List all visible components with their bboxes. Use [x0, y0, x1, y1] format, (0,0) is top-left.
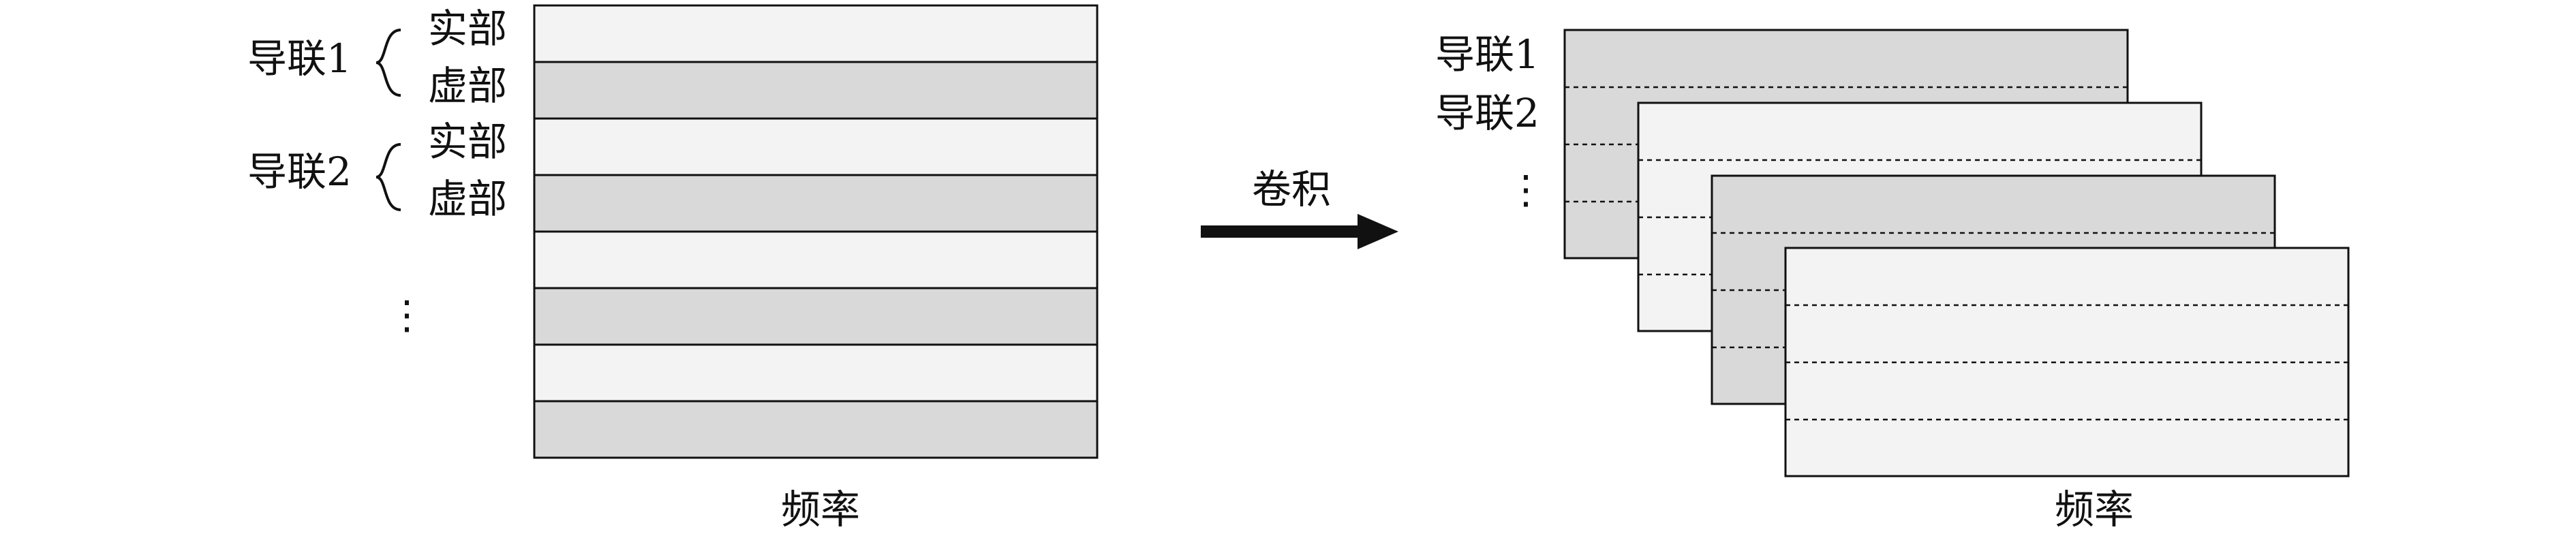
input-lead2-imag-label: 虚部	[428, 176, 507, 222]
input-band-7	[533, 343, 1099, 403]
input-matrix	[533, 4, 1099, 459]
input-lead1-imag-label: 虚部	[428, 63, 507, 109]
input-lead2-brace	[375, 143, 401, 211]
output-feature-map-4	[1784, 247, 2350, 477]
input-lead1-real-label: 实部	[428, 5, 507, 52]
output-lead1-label: 导联1	[1435, 31, 1539, 78]
input-x-axis-label: 频率	[781, 486, 860, 531]
output-ellipsis: ⋮	[1506, 166, 1546, 213]
output-lead2-label: 导联2	[1435, 90, 1539, 136]
input-band-8	[533, 400, 1099, 459]
input-ellipsis: ⋮	[387, 292, 427, 338]
input-lead2-real-label: 实部	[428, 119, 507, 165]
input-lead1-brace	[375, 29, 401, 97]
input-band-4	[533, 174, 1099, 233]
input-band-6	[533, 287, 1099, 346]
output-x-axis-label: 频率	[2055, 486, 2134, 531]
input-lead2-label: 导联2	[247, 148, 352, 195]
convolution-label: 卷积	[1252, 166, 1331, 213]
convolution-arrow-icon	[1201, 214, 1398, 249]
input-band-1	[533, 4, 1099, 63]
input-lead1-label: 导联1	[247, 35, 352, 82]
input-band-3	[533, 117, 1099, 176]
input-band-5	[533, 230, 1099, 289]
input-band-2	[533, 61, 1099, 120]
